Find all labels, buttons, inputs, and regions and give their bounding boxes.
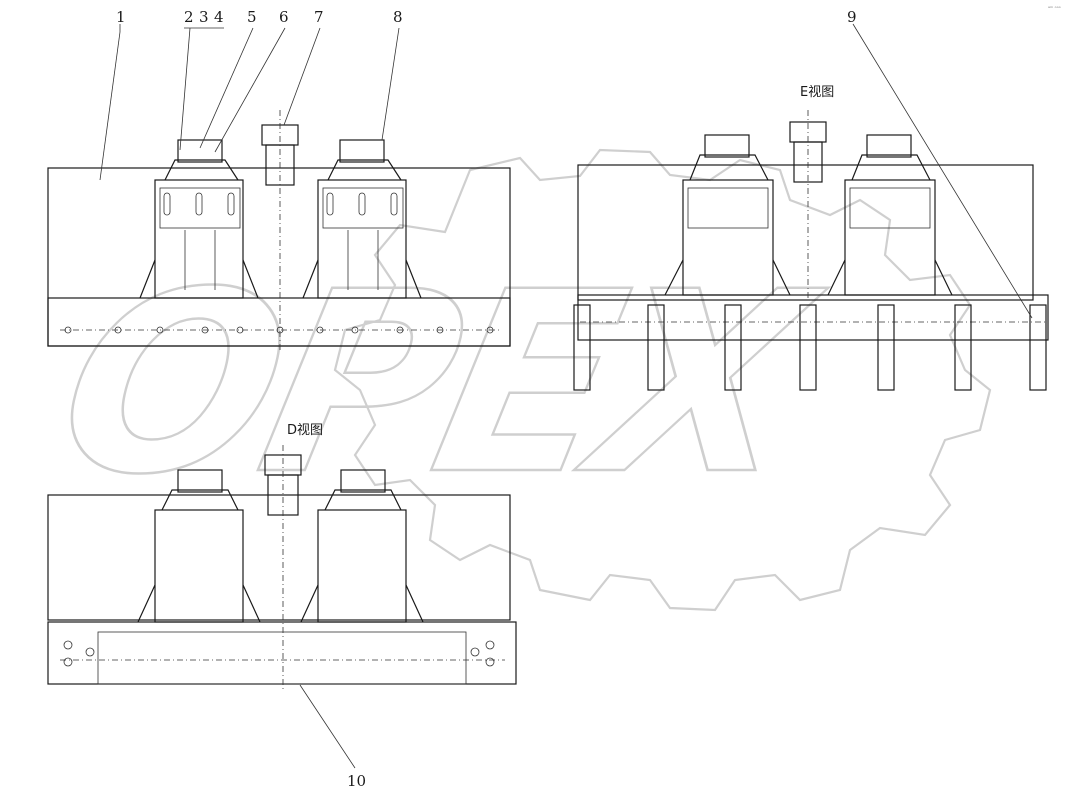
callout-10: 10	[347, 772, 366, 790]
frame-outline	[47, 494, 511, 621]
corner-mark: ᵃᵐ ᵒᵒᵒ	[1048, 6, 1061, 12]
base-beam	[47, 621, 517, 685]
bearing-housing-b	[827, 134, 953, 296]
callout-8: 8	[393, 8, 403, 26]
callouts: 1 2 3 4 5 6 7 8 9 10	[99, 8, 1033, 790]
watermark: OPEX	[36, 148, 992, 612]
coupling	[264, 445, 302, 690]
coupling	[789, 110, 827, 300]
callout-6: 6	[279, 8, 289, 26]
coupling	[261, 110, 299, 350]
view-label-e: E视图	[800, 85, 834, 100]
callout-2: 2	[184, 8, 194, 26]
hanging-clamps	[573, 304, 1047, 391]
view-top-right: E视图	[573, 85, 1049, 391]
bearing-housing-a	[664, 134, 791, 296]
view-top-left	[47, 110, 511, 350]
callout-7: 7	[314, 8, 324, 26]
bolt-holes	[64, 326, 494, 334]
callout-3: 3	[199, 8, 209, 26]
callout-5: 5	[247, 8, 257, 26]
watermark-text: OPEX	[37, 238, 839, 530]
bearing-housing-a	[137, 469, 261, 623]
base-beam	[577, 294, 1049, 341]
bearing-housing-a	[139, 139, 259, 299]
bolt-holes	[63, 640, 495, 667]
callout-9: 9	[847, 8, 857, 26]
view-bottom-left: D视图	[47, 423, 517, 690]
callout-4: 4	[214, 8, 224, 26]
bearing-housing-b	[302, 139, 422, 299]
bearing-housing-b	[300, 469, 424, 623]
base-beam	[47, 297, 511, 347]
frame-outline	[577, 164, 1034, 301]
watermark-gear	[333, 148, 992, 612]
callout-1: 1	[116, 8, 126, 26]
view-label-d: D视图	[287, 423, 323, 438]
